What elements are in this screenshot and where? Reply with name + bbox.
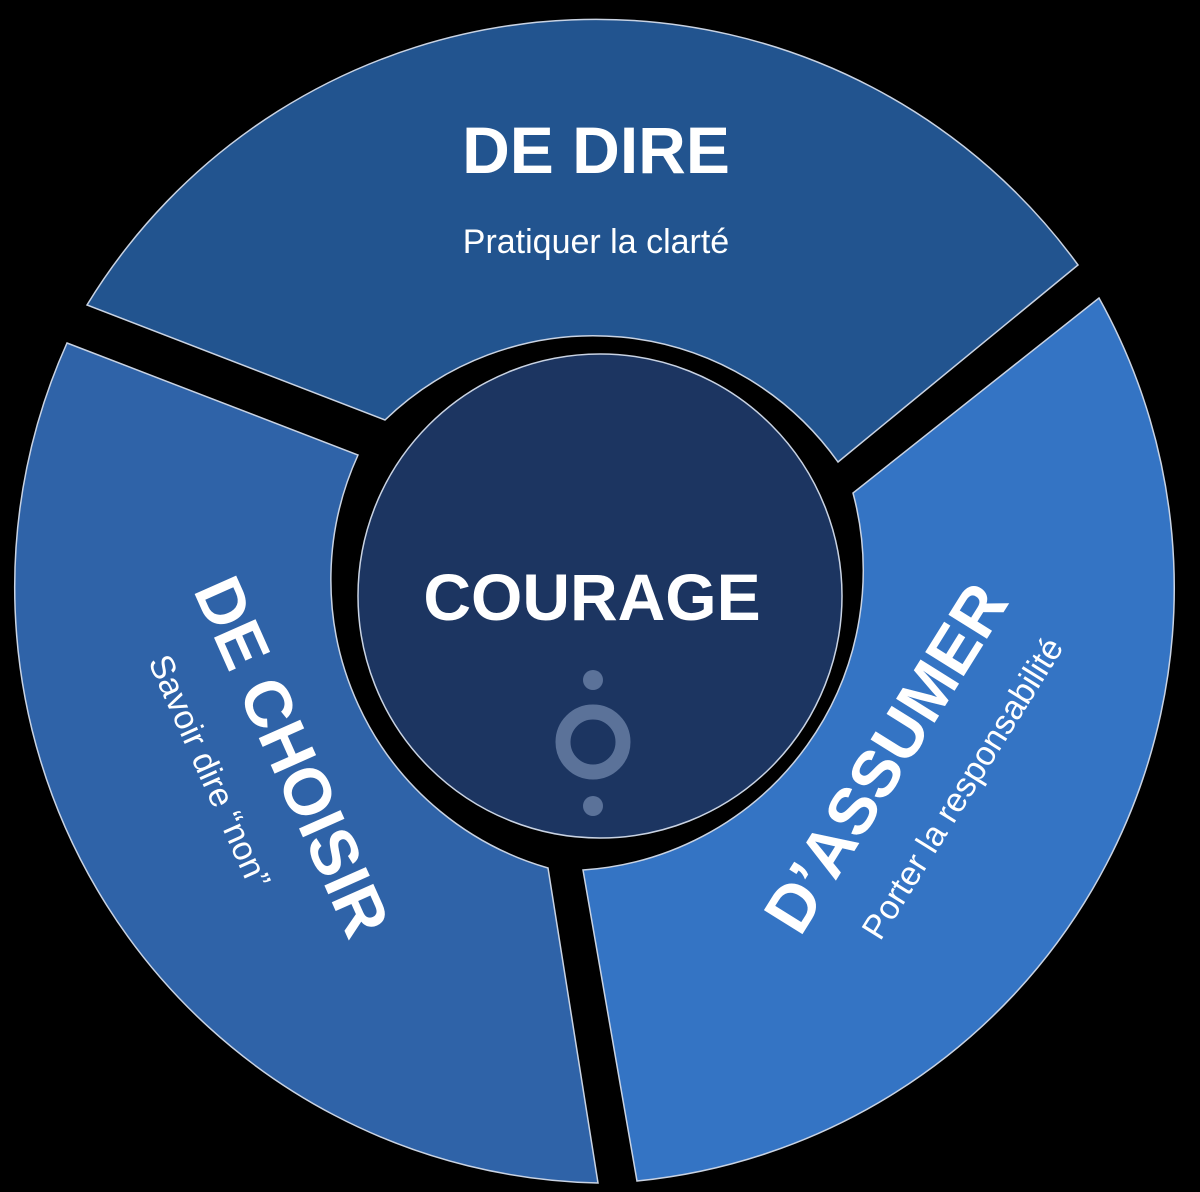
segment-de-dire-title: DE DIRE <box>462 113 730 187</box>
segment-de-choisir <box>14 342 599 1184</box>
center-circle <box>357 353 843 839</box>
segment-de-dire <box>85 18 1080 464</box>
segment-d-assumer <box>582 296 1176 1182</box>
segment-de-dire-subtitle: Pratiquer la clarté <box>463 223 729 261</box>
center-title: COURAGE <box>423 560 760 634</box>
person-figure-icon <box>555 670 631 816</box>
